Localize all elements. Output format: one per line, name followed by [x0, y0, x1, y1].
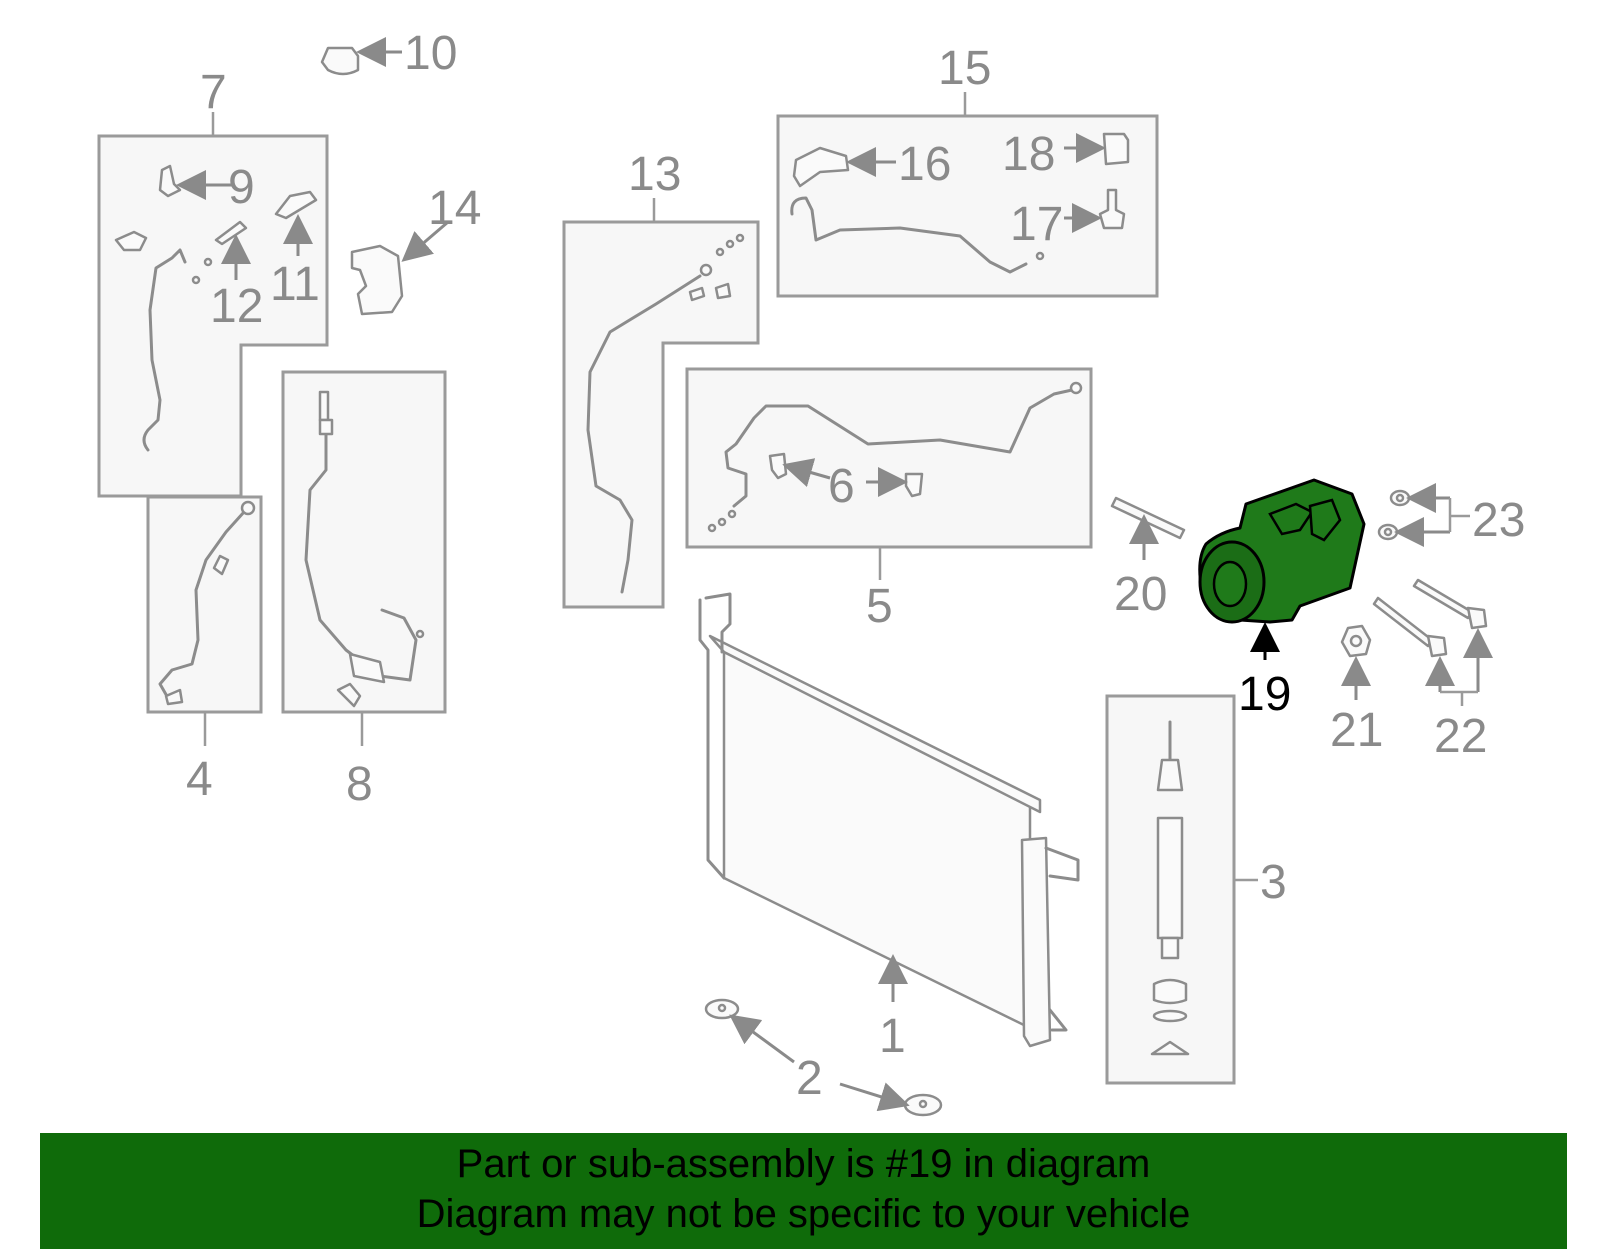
part-19-compressor[interactable] — [1198, 478, 1366, 660]
callout-22: 22 — [1434, 710, 1487, 763]
callout-6: 6 — [828, 460, 855, 513]
callout-7: 7 — [200, 66, 227, 119]
callout-3: 3 — [1260, 856, 1287, 909]
callout-14: 14 — [428, 182, 481, 235]
assembly-4-box[interactable] — [146, 495, 263, 746]
callout-8: 8 — [346, 758, 373, 811]
callout-21: 21 — [1330, 704, 1383, 757]
callout-17: 17 — [1010, 198, 1063, 251]
callout-23: 23 — [1472, 494, 1525, 547]
callout-15: 15 — [938, 42, 991, 95]
part-1-condenser[interactable] — [698, 592, 1080, 1048]
callout-20: 20 — [1114, 568, 1167, 621]
callout-9: 9 — [228, 161, 255, 214]
part-20-rod[interactable] — [1110, 496, 1186, 560]
assembly-15-box[interactable] — [776, 92, 1159, 298]
banner-line-1: Part or sub-assembly is #19 in diagram — [456, 1142, 1151, 1186]
callout-11: 11 — [270, 258, 320, 311]
assembly-5-box[interactable] — [685, 367, 1093, 580]
assembly-8-box[interactable] — [281, 370, 447, 746]
callout-16: 16 — [898, 138, 951, 191]
info-banner: Part or sub-assembly is #19 in diagram D… — [40, 1133, 1567, 1249]
part-14-bracket[interactable] — [350, 220, 449, 316]
callout-4: 4 — [186, 753, 213, 806]
part-22-bolts[interactable] — [1372, 578, 1493, 706]
callout-12: 12 — [210, 280, 263, 333]
banner-line-2: Diagram may not be specific to your vehi… — [416, 1192, 1191, 1236]
callout-13: 13 — [628, 148, 681, 201]
part-21-nut[interactable] — [1340, 624, 1372, 700]
part-10-cap[interactable] — [320, 37, 402, 76]
part-23-washers[interactable] — [1377, 483, 1470, 547]
part-2-grommets[interactable] — [704, 998, 943, 1117]
assembly-7-box[interactable] — [97, 112, 329, 498]
assembly-13-box[interactable] — [562, 198, 760, 609]
callout-2: 2 — [796, 1052, 823, 1105]
callout-1: 1 — [879, 1010, 906, 1063]
callout-18: 18 — [1002, 128, 1055, 181]
callout-19: 19 — [1238, 668, 1291, 721]
callout-10: 10 — [404, 27, 457, 80]
assembly-3-box[interactable] — [1105, 694, 1258, 1085]
callout-5: 5 — [866, 580, 893, 633]
